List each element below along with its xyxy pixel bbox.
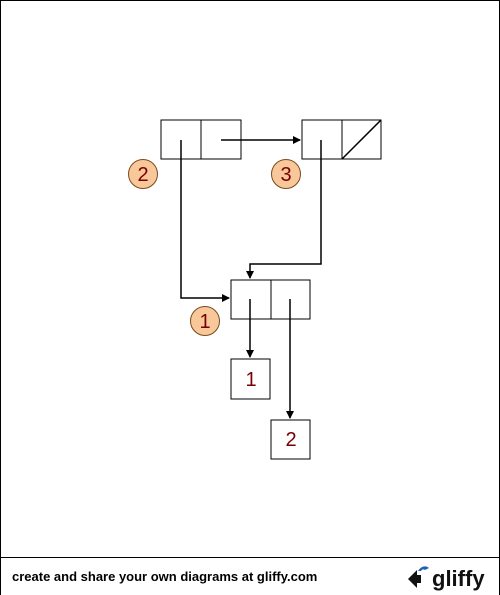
null-pointer-slash — [341, 119, 382, 160]
value-box-2: 2 — [270, 419, 311, 460]
diagram-canvas: 1 2 2 3 1 — [128, 119, 382, 460]
badge-2-label: 2 — [137, 164, 148, 186]
arrow-b-to-c — [246, 140, 322, 279]
gliffy-wordmark: gliffy — [432, 566, 485, 591]
footer-text[interactable]: create and share your own diagrams at gl… — [12, 569, 318, 584]
value-box-1: 1 — [230, 358, 271, 400]
footer-bar: create and share your own diagrams at gl… — [1, 557, 499, 595]
badge-1: 1 — [190, 306, 220, 336]
badge-2: 2 — [128, 159, 158, 189]
arrow-a-to-c — [180, 140, 230, 302]
badge-3: 3 — [271, 159, 301, 189]
badge-3-label: 3 — [280, 164, 291, 186]
gliffy-logo[interactable]: gliffy — [404, 562, 496, 592]
value-box-2-label: 2 — [285, 429, 296, 451]
gliffy-mark-icon — [408, 566, 429, 588]
cons-cell-b — [301, 119, 382, 160]
value-box-1-label: 1 — [245, 369, 256, 391]
cons-cell-c — [230, 279, 311, 320]
badge-1-label: 1 — [199, 311, 210, 333]
